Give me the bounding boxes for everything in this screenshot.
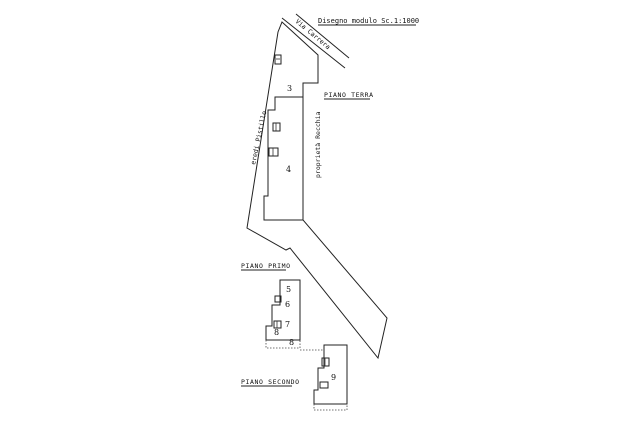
stair-marker-2: [268, 147, 279, 157]
first-floor-plan: PIANO PRIMO 5 6 7 8 8: [241, 262, 301, 349]
unit-number-6: 6: [285, 300, 290, 309]
unit-number-4: 4: [286, 165, 291, 174]
scale-note: Disegno modulo Sc.1:1000: [318, 17, 419, 26]
first-floor-stair-1: [274, 295, 282, 303]
left-neighbor-label: eredi Pistillo: [249, 110, 268, 165]
stair-marker-1: [272, 122, 281, 132]
building-block-4: [263, 96, 304, 221]
ground-floor-title: PIANO TERRA: [324, 91, 374, 99]
second-floor-plan: 9 PIANO SECONDO: [241, 344, 348, 411]
second-floor-stair-1: [321, 357, 330, 367]
ground-floor-plan: 3 4 eredi Pistillo proprietà Recchia PIA…: [246, 21, 388, 360]
unit-number-9: 9: [331, 373, 336, 382]
well-box: [274, 54, 282, 65]
unit-number-7: 7: [285, 320, 290, 329]
second-floor-dashed-area: [313, 404, 348, 411]
first-floor-title: PIANO PRIMO: [241, 262, 291, 270]
second-floor-stair-2: [319, 381, 329, 389]
first-floor-dashed-area: [265, 340, 301, 349]
second-floor-title: PIANO SECONDO: [241, 378, 300, 386]
first-floor-stair-2: [273, 320, 282, 329]
street-edge-right: [295, 13, 350, 59]
right-neighbor-label: proprietà Recchia: [314, 111, 322, 178]
unit-number-8-second: 8: [289, 338, 294, 347]
unit-number-5: 5: [286, 285, 291, 294]
first-floor-outline: [265, 279, 301, 341]
street-edge-left: [281, 17, 346, 69]
unit-number-3: 3: [287, 84, 292, 93]
lot-outline: [246, 21, 388, 360]
scale-note-text: Disegno modulo Sc.1:1000: [318, 17, 419, 25]
second-floor-outline: [313, 344, 348, 405]
unit-number-8: 8: [274, 328, 279, 337]
